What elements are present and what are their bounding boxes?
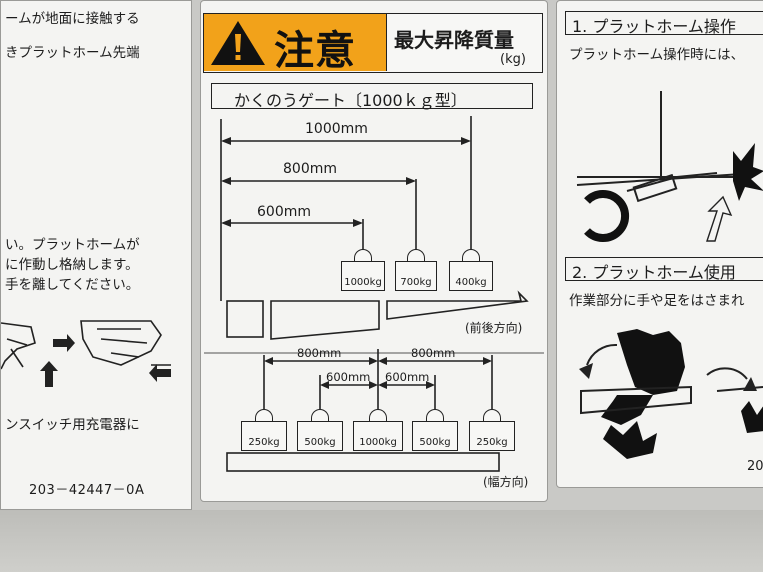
weight-label: 700kg: [400, 277, 432, 288]
bottom-weight-1000kg: 1000kg: [353, 421, 403, 451]
top-dim-800: 800mm: [283, 161, 337, 177]
hinge-mechanism-illustration: [1, 320, 171, 387]
right-label-panel: 1. プラットホーム操作 プラットホーム操作時には、 2. プラットホーム使用 …: [556, 0, 763, 488]
width-direction: (幅方向): [483, 475, 529, 489]
step1-text: プラットホーム操作時には、: [569, 47, 745, 63]
bottom-dim-600-left: 600mm: [326, 370, 371, 384]
weight-label: 250kg: [248, 437, 280, 448]
right-code-fragment: 20: [747, 459, 763, 474]
pinch-hazard-illustration: [579, 329, 763, 459]
center-label-panel: 注意 最大昇降質量 (kg) かくのうゲート〔1000ｋｇ型〕 1000mm: [200, 0, 548, 502]
weight-hook: [426, 409, 444, 423]
left-text-line3: い。プラットホームが: [5, 237, 140, 253]
top-weight-1000kg: 1000kg: [341, 261, 385, 291]
weight-hook: [255, 409, 273, 423]
step2-title-box: 2. プラットホーム使用: [565, 257, 763, 282]
warning-triangle-icon: [211, 21, 265, 65]
model-label: かくのうゲート〔1000ｋｇ型〕: [234, 91, 467, 110]
bottom-dim-600-right: 600mm: [385, 370, 430, 384]
weight-label: 250kg: [476, 437, 508, 448]
bottom-dim-800-left: 800mm: [297, 346, 342, 360]
weight-label: 400kg: [455, 277, 487, 288]
weight-hook: [369, 409, 387, 423]
front-back-direction: (前後方向): [465, 321, 523, 335]
model-label-box: かくのうゲート〔1000ｋｇ型〕: [211, 83, 533, 110]
bottom-weight-500kg-left: 500kg: [297, 421, 343, 451]
top-dim-1000: 1000mm: [305, 121, 368, 137]
left-label-panel: ームが地面に接触する きプラットホーム先端 い。プラットホームが に作動し格納し…: [0, 0, 192, 510]
bottom-weight-250kg-left: 250kg: [241, 421, 287, 451]
header-unit: (kg): [500, 52, 526, 67]
platform-operation-illustration: [576, 91, 763, 242]
step2-title: 2. プラットホーム使用: [572, 263, 736, 282]
width-load-diagram: [204, 349, 544, 472]
left-text-line4: に作動し格納します。: [5, 257, 139, 273]
weight-hook: [462, 249, 480, 263]
left-text-line1: ームが地面に接触する: [5, 11, 140, 27]
backing-strip: [0, 510, 763, 572]
left-text-line2: きプラットホーム先端: [5, 45, 140, 61]
weight-label: 1000kg: [344, 277, 382, 288]
left-text-line5: 手を離してください。: [5, 277, 140, 293]
weight-hook: [354, 249, 372, 263]
front-back-load-diagram: [220, 116, 529, 340]
weight-label: 1000kg: [359, 437, 397, 448]
weight-hook: [407, 249, 425, 263]
bottom-dim-800-right: 800mm: [411, 346, 456, 360]
left-part-number: 203－42447－0A: [29, 483, 145, 498]
step1-title-box: 1. プラットホーム操作: [565, 11, 763, 36]
left-text-line6: ンスイッチ用充電器に: [5, 417, 140, 433]
bottom-weight-250kg-right: 250kg: [469, 421, 515, 451]
weight-label: 500kg: [304, 437, 336, 448]
header-box: 注意 最大昇降質量 (kg): [203, 13, 543, 74]
weight-hook: [311, 409, 329, 423]
top-weight-400kg: 400kg: [449, 261, 493, 291]
weight-hook: [483, 409, 501, 423]
warning-badge: 注意: [204, 14, 387, 74]
step2-text: 作業部分に手や足をはさまれ: [569, 293, 745, 309]
top-weight-700kg: 700kg: [395, 261, 437, 291]
header-title: 最大昇降質量: [394, 28, 514, 52]
weight-label: 500kg: [419, 437, 451, 448]
top-dim-600: 600mm: [257, 204, 311, 220]
bottom-weight-500kg-right: 500kg: [412, 421, 458, 451]
warning-text: 注意: [274, 28, 356, 74]
step1-title: 1. プラットホーム操作: [572, 17, 736, 36]
